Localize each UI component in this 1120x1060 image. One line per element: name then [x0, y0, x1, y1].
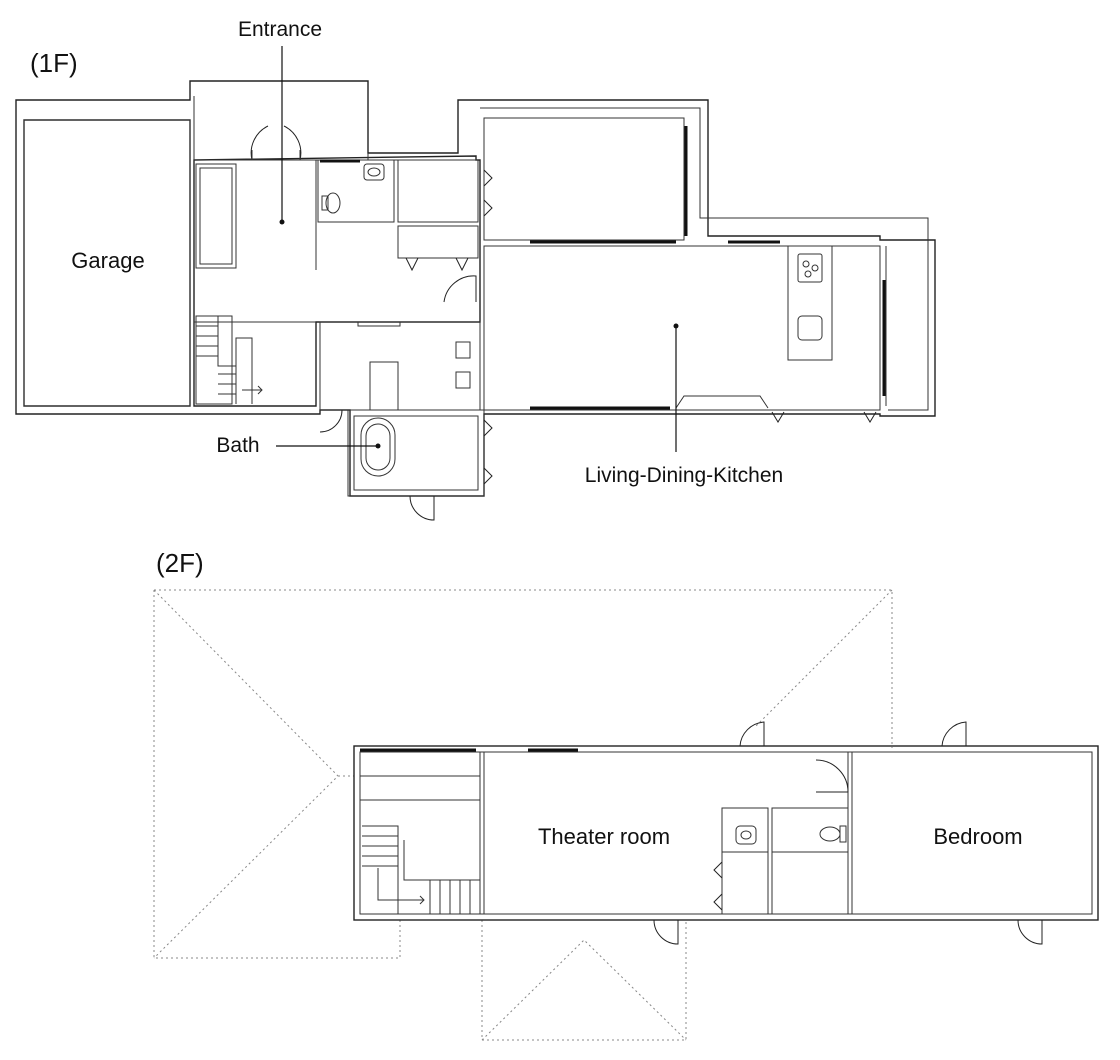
second-floor-outer-wall — [353, 745, 1099, 921]
roof-outline-left — [153, 589, 893, 959]
garage-label: Garage — [71, 248, 144, 273]
roof-outline-front — [481, 920, 687, 1041]
garage-outline — [23, 119, 191, 407]
ldk-upper-room — [483, 117, 685, 241]
kitchen-counter — [787, 245, 833, 361]
first-floor-plan: (1F) — [15, 18, 936, 521]
washroom — [319, 321, 481, 411]
toilet-room-1f — [317, 159, 395, 223]
second-floor-plan: (2F) — [153, 548, 1099, 1041]
first-floor-label: (1F) — [30, 48, 78, 78]
theater-room-label: Theater room — [538, 824, 670, 849]
stairs-1f — [195, 315, 263, 405]
ldk-room — [483, 245, 881, 411]
ldk-label: Living-Dining-Kitchen — [585, 464, 783, 487]
second-floor-label: (2F) — [156, 548, 204, 578]
bath-room — [347, 409, 485, 497]
entrance-label: Entrance — [238, 18, 322, 41]
bedroom-label: Bedroom — [933, 824, 1022, 849]
bath-label: Bath — [216, 434, 259, 457]
bathtub — [360, 417, 396, 477]
bedroom-room — [851, 751, 1093, 915]
stairs-2f — [362, 825, 480, 914]
